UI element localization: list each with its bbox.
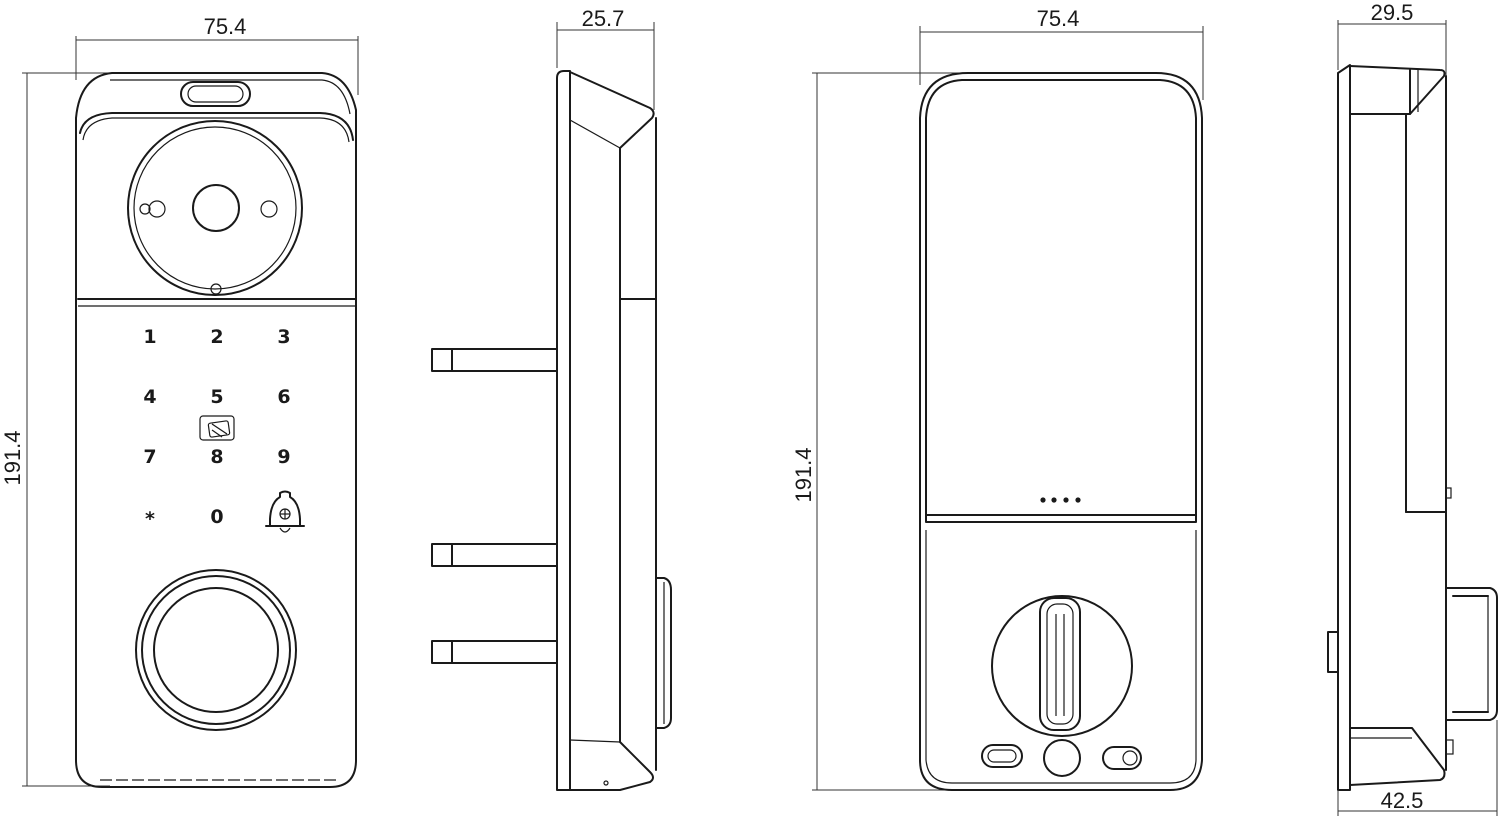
back-view: 75.4 191.4 bbox=[791, 6, 1204, 791]
front-body-outline bbox=[75, 72, 357, 788]
back-body-outline bbox=[919, 72, 1203, 791]
front-view: 75.4 191.4 1 2 3 4 5 6 7 8 9 bbox=[0, 14, 359, 788]
back-width-label: 75.4 bbox=[1037, 6, 1080, 31]
inner-depth-label: 29.5 bbox=[1371, 0, 1414, 25]
back-switch[interactable] bbox=[1102, 746, 1142, 770]
inner-total-depth-label: 42.5 bbox=[1381, 788, 1424, 813]
thumb-turn-plate bbox=[991, 595, 1133, 737]
key-3[interactable]: 3 bbox=[277, 326, 290, 348]
fingerprint-reader-ring bbox=[135, 569, 297, 731]
camera-lens bbox=[192, 184, 240, 232]
key-5[interactable]: 5 bbox=[210, 386, 223, 408]
side-depth-label: 25.7 bbox=[582, 6, 625, 31]
key-8[interactable]: 8 bbox=[210, 446, 223, 468]
key-2[interactable]: 2 bbox=[210, 326, 223, 348]
back-center-button[interactable] bbox=[1043, 739, 1081, 777]
key-4[interactable]: 4 bbox=[143, 386, 156, 408]
side-view-inner: 29.5 42.5 bbox=[1327, 0, 1498, 816]
rfid-card-icon bbox=[199, 415, 235, 441]
back-left-button[interactable] bbox=[981, 744, 1023, 768]
key-9[interactable]: 9 bbox=[277, 446, 290, 468]
key-6[interactable]: 6 bbox=[277, 386, 290, 408]
key-1[interactable]: 1 bbox=[143, 326, 156, 348]
key-7[interactable]: 7 bbox=[143, 446, 156, 468]
front-width-label: 75.4 bbox=[204, 14, 247, 39]
key-0[interactable]: 0 bbox=[210, 506, 223, 528]
top-sensor bbox=[180, 81, 251, 107]
thumb-turn[interactable] bbox=[1039, 597, 1081, 731]
key-star[interactable]: * bbox=[145, 508, 155, 530]
side-view-outer: 25.7 bbox=[431, 6, 672, 791]
back-height-label: 191.4 bbox=[791, 447, 816, 502]
fingerprint-reader[interactable] bbox=[153, 587, 279, 713]
doorbell-icon[interactable] bbox=[265, 490, 305, 533]
front-height-label: 191.4 bbox=[0, 430, 25, 485]
camera-ring bbox=[127, 120, 303, 296]
